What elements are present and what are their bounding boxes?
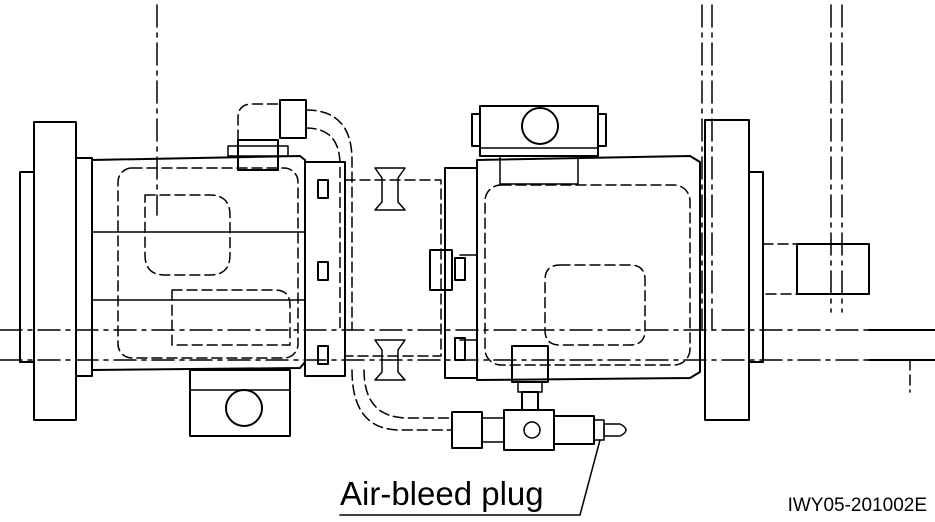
air-bleed-assembly: [351, 345, 627, 451]
rear-top-port: [471, 105, 607, 185]
center-lines: [0, 4, 935, 361]
front-pump-body: [91, 155, 306, 371]
callout-leader-line: [339, 439, 601, 516]
adapter-section: [304, 161, 478, 381]
figure-id-label: IWY05-201002E: [787, 495, 927, 516]
rear-pump-body: [454, 155, 701, 381]
air-bleed-plug-label: Air-bleed plug: [340, 475, 544, 512]
front-bottom-port: [189, 369, 291, 437]
left-flange: [19, 121, 93, 421]
front-top-fitting: [227, 99, 353, 331]
right-flange: [704, 119, 935, 421]
